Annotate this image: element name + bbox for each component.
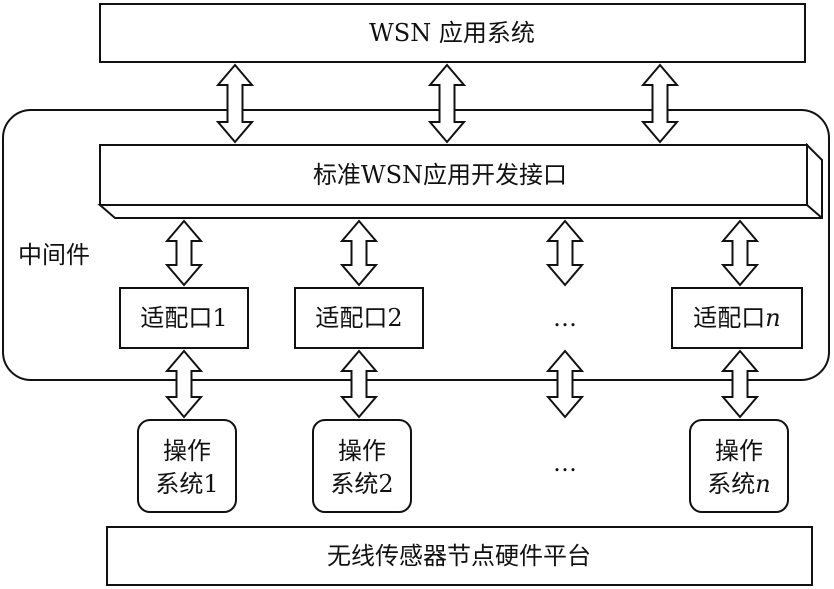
hardware-platform-box (106, 526, 813, 586)
middleware-frame (2, 109, 830, 381)
arrows-adapters-to-os (164, 349, 760, 419)
arrow-api-adapter-2 (339, 219, 379, 287)
standard-api-box (99, 144, 808, 206)
adapter-box-2 (294, 287, 424, 349)
middleware-label: 中间件 (18, 241, 90, 269)
adapter-label-n: 适配口n (693, 304, 780, 332)
arrow-adapter-os-4 (720, 349, 760, 419)
hardware-platform-label: 无线传感器节点硬件平台 (327, 542, 591, 570)
os-box-1 (137, 419, 237, 513)
os-label-2-line1: 操作 (338, 437, 386, 465)
adapter-label-1: 适配口1 (140, 304, 227, 332)
os-label-2-line2: 系统2 (330, 470, 393, 498)
arrow-app-api-3 (640, 63, 680, 144)
standard-api-label: 标准WSN应用开发接口 (313, 161, 567, 189)
arrows-app-to-api (215, 63, 680, 144)
os-label-1-line2: 系统1 (155, 470, 218, 498)
arrow-api-adapter-1 (164, 219, 204, 287)
os-label-1-line1: 操作 (163, 437, 211, 465)
arrow-api-adapter-3 (545, 219, 585, 287)
os-label-n-line1: 操作 (715, 437, 763, 465)
os-box-n (689, 419, 789, 513)
arrow-app-api-1 (215, 63, 255, 144)
os-ellipsis: … (553, 449, 577, 477)
os-box-2 (312, 419, 412, 513)
arrow-api-adapter-4 (720, 219, 760, 287)
adapter-box-n (671, 287, 803, 349)
api-box-depth-edge (806, 204, 823, 219)
arrows-api-to-adapters (164, 219, 760, 287)
arrow-adapter-os-1 (164, 349, 204, 419)
os-label-n-line2: 系统n (707, 470, 770, 498)
wsn-application-system-label: WSN 应用系统 (369, 19, 535, 47)
arrow-adapter-os-3 (545, 349, 585, 419)
adapter-ellipsis: … (553, 304, 577, 332)
wsn-application-system-box (99, 3, 806, 63)
arrow-adapter-os-2 (339, 349, 379, 419)
adapter-box-1 (119, 287, 249, 349)
adapter-label-2: 适配口2 (315, 304, 402, 332)
arrow-app-api-2 (427, 63, 467, 144)
